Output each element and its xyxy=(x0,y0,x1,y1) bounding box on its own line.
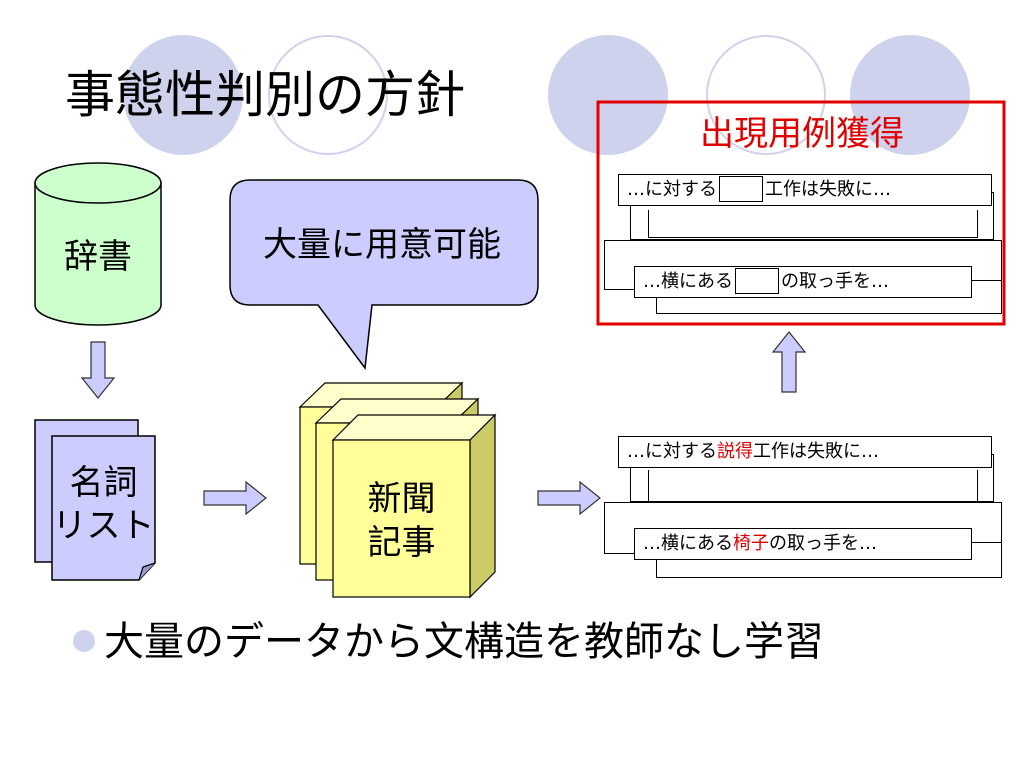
decor-circle xyxy=(548,35,668,155)
template-sentence-1: …に対する 工作は失敗に… xyxy=(618,174,992,206)
dictionary-label: 辞書 xyxy=(64,237,132,277)
sheet-back xyxy=(648,210,978,238)
news-articles-stack xyxy=(298,381,497,599)
sentence-highlight: 椅子 xyxy=(733,533,769,554)
slide-title: 事態性判別の方針 xyxy=(65,66,465,124)
news-label-line1: 新聞 xyxy=(367,479,436,519)
right-arrow xyxy=(203,480,267,516)
bullet-dot xyxy=(73,630,95,652)
sentence-suffix: の取っ手を… xyxy=(769,533,877,554)
right-arrow xyxy=(537,480,601,516)
noun-list-document xyxy=(34,419,156,581)
sentence-prefix: …に対する xyxy=(627,441,717,462)
speech-bubble xyxy=(229,179,539,370)
dictionary-cylinder xyxy=(34,162,162,326)
sentence-highlight: 説得 xyxy=(717,441,753,462)
blank-slot xyxy=(735,268,779,294)
sentence-prefix: …に対する xyxy=(627,179,717,200)
decor-circle xyxy=(850,35,970,155)
decor-circle xyxy=(123,35,243,155)
sentence-suffix: の取っ手を… xyxy=(781,271,889,292)
bullet-text: 大量のデータから文構造を教師なし学習 xyxy=(104,619,824,665)
noun-list-label-line1: 名詞 xyxy=(69,463,138,503)
bubble-text: 大量に用意可能 xyxy=(263,225,501,265)
up-arrow xyxy=(771,331,807,393)
blank-slot xyxy=(719,176,763,202)
decor-circle xyxy=(706,35,826,155)
sentence-suffix: 工作は失敗に… xyxy=(765,179,891,200)
template-sentence-2: …横にある の取っ手を… xyxy=(634,266,972,298)
noun-list-label-line2: リスト xyxy=(52,506,155,546)
sheet-back xyxy=(648,470,978,502)
sentence-suffix: 工作は失敗に… xyxy=(753,441,879,462)
news-label-line2: 記事 xyxy=(367,523,436,563)
acquisition-panel-border xyxy=(596,100,1006,326)
down-arrow xyxy=(80,341,116,399)
sentence-prefix: …横にある xyxy=(643,271,733,292)
example-sentence-2: …横にある椅子の取っ手を… xyxy=(634,528,972,560)
decor-circle xyxy=(268,35,388,155)
example-sentence-1: …に対する説得工作は失敗に… xyxy=(618,436,992,468)
panel-title: 出現用例獲得 xyxy=(700,114,904,154)
sentence-prefix: …横にある xyxy=(643,533,733,554)
